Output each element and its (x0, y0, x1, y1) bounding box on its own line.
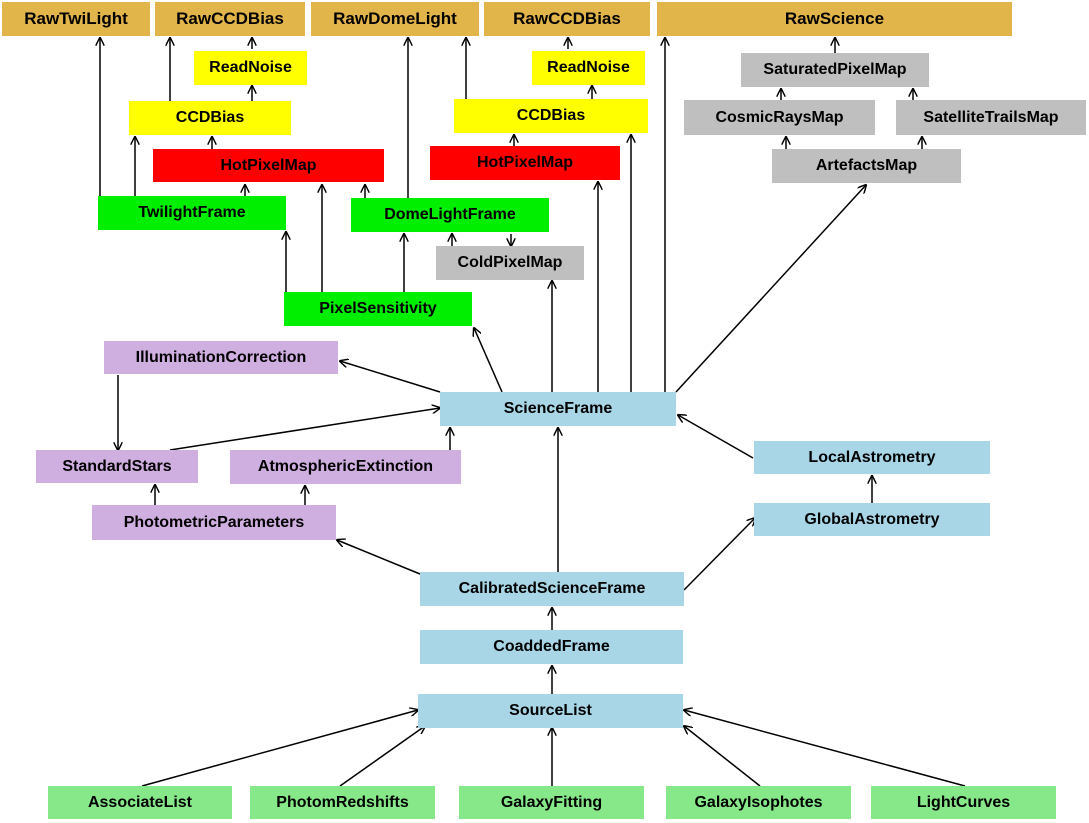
arrow-localastrometry-to-scienceframe (678, 415, 754, 459)
node-ccdbias-1: CCDBias (129, 101, 291, 135)
node-rawtwilight: RawTwiLight (2, 2, 150, 36)
node-localastrometry: LocalAstrometry (754, 441, 990, 474)
arrow-scienceframe-to-illuminationcorrection (340, 361, 441, 393)
node-coldpixelmap: ColdPixelMap (436, 246, 584, 280)
node-scienceframe: ScienceFrame (440, 392, 676, 426)
node-hotpixelmap-2: HotPixelMap (430, 146, 620, 180)
arrow-associatelist-to-sourcelist (141, 710, 418, 787)
arrow-galaxyisophotes-to-sourcelist (684, 726, 761, 787)
node-rawccdbias-1: RawCCDBias (155, 2, 305, 36)
arrow-calibratedscienceframe-to-photometricparameters (337, 540, 421, 575)
node-photometricparameters: PhotometricParameters (92, 505, 336, 540)
node-atmosphericextinction: AtmosphericExtinction (230, 450, 461, 484)
node-twilightframe: TwilightFrame (98, 196, 286, 230)
node-globalastrometry: GlobalAstrometry (754, 503, 990, 536)
node-cosmicraysmap: CosmicRaysMap (684, 100, 875, 135)
node-rawdomelight: RawDomeLight (311, 2, 479, 36)
node-rawccdbias-2: RawCCDBias (484, 2, 650, 36)
node-sourcelist: SourceList (418, 694, 683, 728)
node-galaxyfitting: GalaxyFitting (459, 786, 644, 819)
node-associatelist: AssociateList (48, 786, 232, 819)
node-photomredshifts: PhotomRedshifts (250, 786, 435, 819)
node-saturatedpixelmap: SaturatedPixelMap (741, 53, 929, 87)
node-readnoise-1: ReadNoise (194, 51, 307, 85)
node-galaxyisophotes: GalaxyIsophotes (666, 786, 851, 819)
node-lightcurves: LightCurves (871, 786, 1056, 819)
node-calibratedscienceframe: CalibratedScienceFrame (420, 572, 684, 606)
node-rawscience: RawScience (657, 2, 1012, 36)
node-readnoise-2: ReadNoise (532, 51, 645, 85)
arrow-lightcurves-to-sourcelist (684, 710, 966, 787)
node-pixelsensitivity: PixelSensitivity (284, 292, 472, 326)
arrow-standardstars-to-scienceframe (169, 408, 440, 451)
arrow-calibratedscienceframe-to-globalastrometry (683, 518, 755, 591)
node-illuminationcorrection: IlluminationCorrection (104, 341, 338, 374)
node-standardstars: StandardStars (36, 450, 198, 483)
arrow-photomredshifts-to-sourcelist (339, 726, 425, 787)
node-hotpixelmap-1: HotPixelMap (153, 149, 384, 182)
node-domelightframe: DomeLightFrame (351, 198, 549, 232)
node-ccdbias-2: CCDBias (454, 99, 648, 133)
arrow-scienceframe-to-pixelsensitivity (474, 328, 503, 393)
node-satellitetrailsmap: SatelliteTrailsMap (896, 100, 1086, 135)
arrow-scienceframe-to-artefactsmap (675, 185, 866, 393)
node-coaddedframe: CoaddedFrame (420, 630, 683, 664)
node-artefactsmap: ArtefactsMap (772, 149, 961, 183)
